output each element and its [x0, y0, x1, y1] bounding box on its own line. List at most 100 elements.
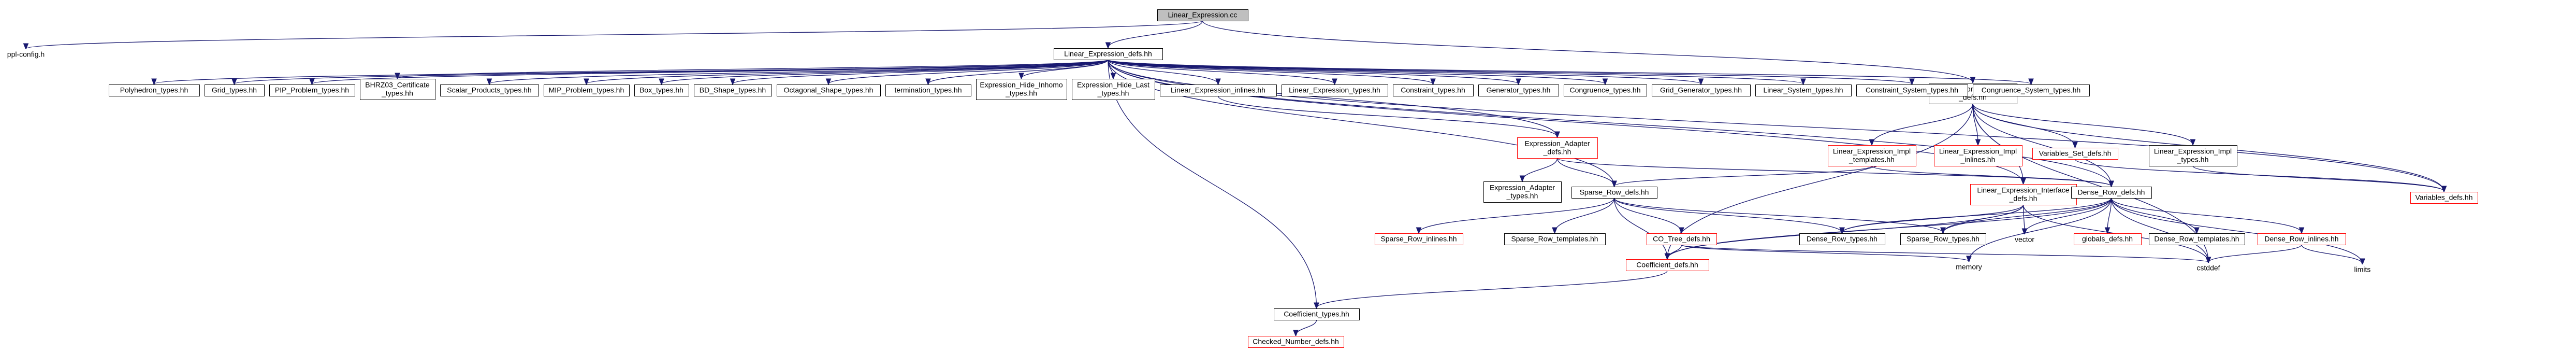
- node-le-defs[interactable]: Linear_Expression_defs.hh: [1054, 48, 1163, 60]
- node-expr-adapter-types[interactable]: Expression_Adapter_types.hh: [1483, 181, 1562, 203]
- node-root[interactable]: Linear_Expression.cc: [1157, 9, 1248, 21]
- node-label: Dense_Row_inlines.hh: [2264, 235, 2338, 243]
- node-label: Scalar_Products_types.hh: [447, 86, 531, 94]
- node-label: _types.hh: [381, 89, 413, 97]
- node-mip-problem-types[interactable]: MIP_Problem_types.hh: [544, 85, 630, 96]
- node-box-types[interactable]: Box_types.hh: [634, 85, 689, 96]
- edge-expr_adapter_defs-to-dense_row_defs: [1556, 158, 2112, 186]
- node-box: [1652, 85, 1751, 96]
- node-ppl-config[interactable]: ppl-config.h: [7, 50, 45, 59]
- node-grid-types[interactable]: Grid_types.hh: [205, 85, 265, 96]
- node-sparse-row-templates[interactable]: Sparse_Row_templates.hh: [1504, 233, 1606, 245]
- edge-dense_row_defs-to-limits: [2111, 198, 2363, 264]
- node-le-impl-types[interactable]: Linear_Expression_Impl_types.hh: [2149, 145, 2237, 166]
- node-le-inlines[interactable]: Linear_Expression_inlines.hh: [1160, 85, 1277, 96]
- node-box: [1571, 187, 1657, 199]
- node-co-tree-defs[interactable]: CO_Tree_defs.hh: [1647, 233, 1717, 245]
- node-label: limits: [2354, 265, 2371, 274]
- node-le-interface-defs[interactable]: Linear_Expression_Interface_defs.hh: [1970, 184, 2077, 205]
- node-label: Checked_Number_defs.hh: [1253, 337, 1339, 346]
- node-label: Linear_Expression_Impl: [1833, 147, 1911, 156]
- edge-dense_row_defs-to-globals_defs: [2107, 198, 2112, 233]
- node-label: Octagonal_Shape_types.hh: [784, 86, 874, 94]
- edge-le_defs-to-variables_defs: [1108, 59, 2444, 191]
- node-label: Variables_Set_defs.hh: [2039, 149, 2112, 158]
- node-termination-types[interactable]: termination_types.hh: [885, 85, 971, 96]
- node-pip-problem-types[interactable]: PIP_Problem_types.hh: [269, 85, 355, 96]
- node-dense-row-templates[interactable]: Dense_Row_templates.hh: [2149, 233, 2245, 245]
- node-le-impl-templates[interactable]: Linear_Expression_Impl_templates.hh: [1828, 145, 1916, 166]
- node-box: [976, 79, 1067, 100]
- edge-le_defs-to-scalar_products: [489, 59, 1109, 84]
- edge-le_defs-to-congruence_types: [1108, 59, 1605, 84]
- node-checked-number-defs[interactable]: Checked_Number_defs.hh: [1248, 336, 1344, 348]
- node-bhrz03[interactable]: BHRZ03_Certificate_types.hh: [360, 79, 435, 100]
- node-dense-row-types[interactable]: Dense_Row_types.hh: [1799, 233, 1885, 245]
- node-label: Congruence_System_types.hh: [1982, 86, 2080, 94]
- node-box: [1274, 308, 1360, 320]
- node-le-types[interactable]: Linear_Expression_types.hh: [1282, 85, 1388, 96]
- node-label: PIP_Problem_types.hh: [275, 86, 349, 94]
- node-box: [777, 85, 881, 96]
- node-constraint-types[interactable]: Constraint_types.hh: [1393, 85, 1474, 96]
- edge-le_impl_types-to-variables_defs: [2192, 165, 2444, 191]
- edge-expr_adapter_defs-to-sparse_row_defs: [1556, 158, 1614, 186]
- node-label: _inlines.hh: [1960, 156, 1996, 164]
- node-variables-set-defs[interactable]: Variables_Set_defs.hh: [2032, 148, 2118, 160]
- node-grid-generator-types[interactable]: Grid_Generator_types.hh: [1652, 85, 1751, 96]
- node-dense-row-defs[interactable]: Dense_Row_defs.hh: [2071, 187, 2152, 199]
- edge-le_inlines-to-expr_adapter_defs: [1217, 95, 1558, 137]
- node-sparse-row-inlines[interactable]: Sparse_Row_inlines.hh: [1375, 233, 1463, 245]
- edge-le_defs-to-linear_system_types: [1108, 59, 1803, 84]
- node-box: [440, 85, 539, 96]
- node-box: [1856, 85, 1968, 96]
- node-box: [1755, 85, 1852, 96]
- node-octagonal-shape-types[interactable]: Octagonal_Shape_types.hh: [777, 85, 881, 96]
- node-linear-system-types[interactable]: Linear_System_types.hh: [1755, 85, 1852, 96]
- node-label: Linear_System_types.hh: [1763, 86, 1843, 94]
- node-congruence-types[interactable]: Congruence_types.hh: [1564, 85, 1647, 96]
- node-box: [2149, 145, 2237, 166]
- node-constraint-system-types[interactable]: Constraint_System_types.hh: [1856, 85, 1968, 96]
- edge-root-to-ppl_config: [26, 20, 1203, 49]
- edge-root-to-le_defs: [1108, 20, 1203, 48]
- edge-le_impl_templates-to-sparse_row_defs: [1614, 165, 1872, 186]
- edge-coefficient_defs-to-coefficient_types: [1317, 270, 1668, 308]
- node-expr-adapter-defs[interactable]: Expression_Adapter_defs.hh: [1517, 137, 1598, 159]
- node-memory[interactable]: memory: [1956, 263, 1982, 271]
- node-coefficient-types[interactable]: Coefficient_types.hh: [1274, 308, 1360, 320]
- node-vector[interactable]: vector: [2015, 235, 2034, 244]
- node-label: _types.hh: [1097, 89, 1129, 97]
- node-variables-defs[interactable]: Variables_defs.hh: [2410, 192, 2478, 204]
- node-generator-types[interactable]: Generator_types.hh: [1478, 85, 1559, 96]
- node-box: [1478, 85, 1559, 96]
- node-box: [694, 85, 772, 96]
- node-label: Expression_Hide_Last: [1077, 81, 1149, 89]
- node-coefficient-defs[interactable]: Coefficient_defs.hh: [1626, 259, 1709, 271]
- node-sparse-row-defs[interactable]: Sparse_Row_defs.hh: [1571, 187, 1657, 199]
- node-label: Linear_Expression_Impl: [1939, 147, 2017, 156]
- node-scalar-products[interactable]: Scalar_Products_types.hh: [440, 85, 539, 96]
- node-expr-hide-inhomo[interactable]: Expression_Hide_Inhomo_types.hh: [976, 79, 1067, 100]
- node-label: Constraint_System_types.hh: [1866, 86, 1958, 94]
- node-congruence-system-types[interactable]: Congruence_System_types.hh: [1973, 85, 2090, 96]
- node-dense-row-inlines[interactable]: Dense_Row_inlines.hh: [2258, 233, 2346, 245]
- edge-expr_adapter_defs-to-expr_adapter_types: [1522, 158, 1558, 181]
- node-le-impl-inlines[interactable]: Linear_Expression_Impl_inlines.hh: [1934, 145, 2022, 166]
- edge-le_defs-to-le_inlines: [1108, 59, 1218, 84]
- edge-le_defs-to-expr_adapter_defs: [1108, 59, 1558, 137]
- node-label: Expression_Adapter: [1490, 184, 1555, 192]
- node-expr-hide-last[interactable]: Expression_Hide_Last_types.hh: [1072, 79, 1155, 100]
- node-box: [544, 85, 630, 96]
- node-cstddef[interactable]: cstddef: [2196, 264, 2220, 272]
- node-box: [1393, 85, 1474, 96]
- node-globals-defs[interactable]: globals_defs.hh: [2074, 233, 2142, 245]
- edge-dense_row_defs-to-cstddef: [2111, 198, 2209, 262]
- node-box: [2258, 233, 2346, 245]
- node-polyhedron-types[interactable]: Polyhedron_types.hh: [109, 85, 200, 96]
- node-box: [1375, 233, 1463, 245]
- node-bd-shape-types[interactable]: BD_Shape_types.hh: [694, 85, 772, 96]
- node-sparse-row-types[interactable]: Sparse_Row_types.hh: [1900, 233, 1986, 245]
- node-limits[interactable]: limits: [2354, 265, 2371, 274]
